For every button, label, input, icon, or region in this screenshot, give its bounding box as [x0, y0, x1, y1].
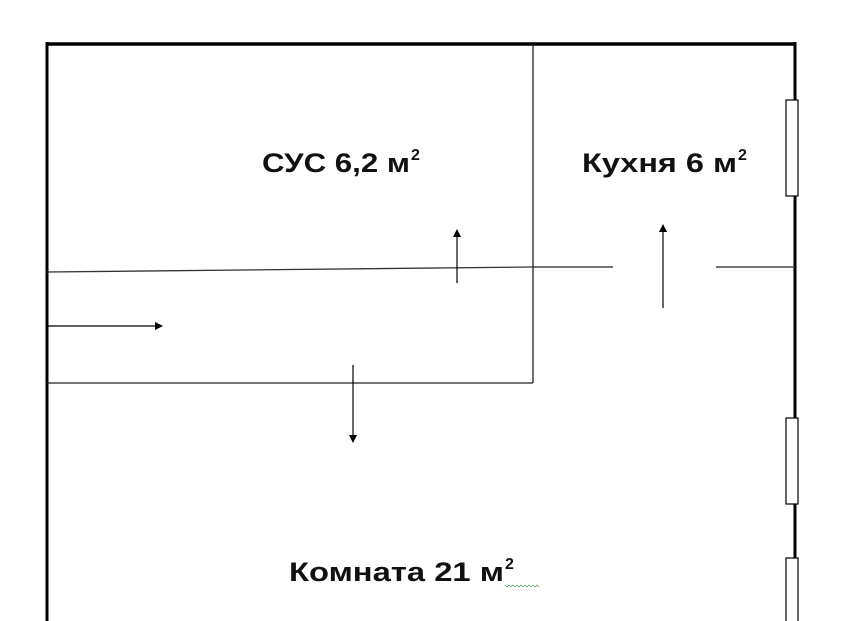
bathroom-label: СУС 6,2 м	[262, 148, 410, 178]
window-kitchen	[785, 99, 799, 197]
room-area-sup: 2	[505, 556, 514, 573]
bathroom-area-sup: 2	[411, 147, 420, 164]
kitchen-label: Кухня 6 м	[582, 148, 737, 178]
kitchen-area-sup: 2	[738, 147, 747, 164]
window-room-1	[785, 417, 799, 505]
room-label: Комната 21 м	[289, 557, 504, 587]
spellcheck-squiggle	[504, 584, 540, 588]
partition-bathroom-corridor	[46, 266, 534, 273]
window-room-2	[785, 557, 799, 621]
